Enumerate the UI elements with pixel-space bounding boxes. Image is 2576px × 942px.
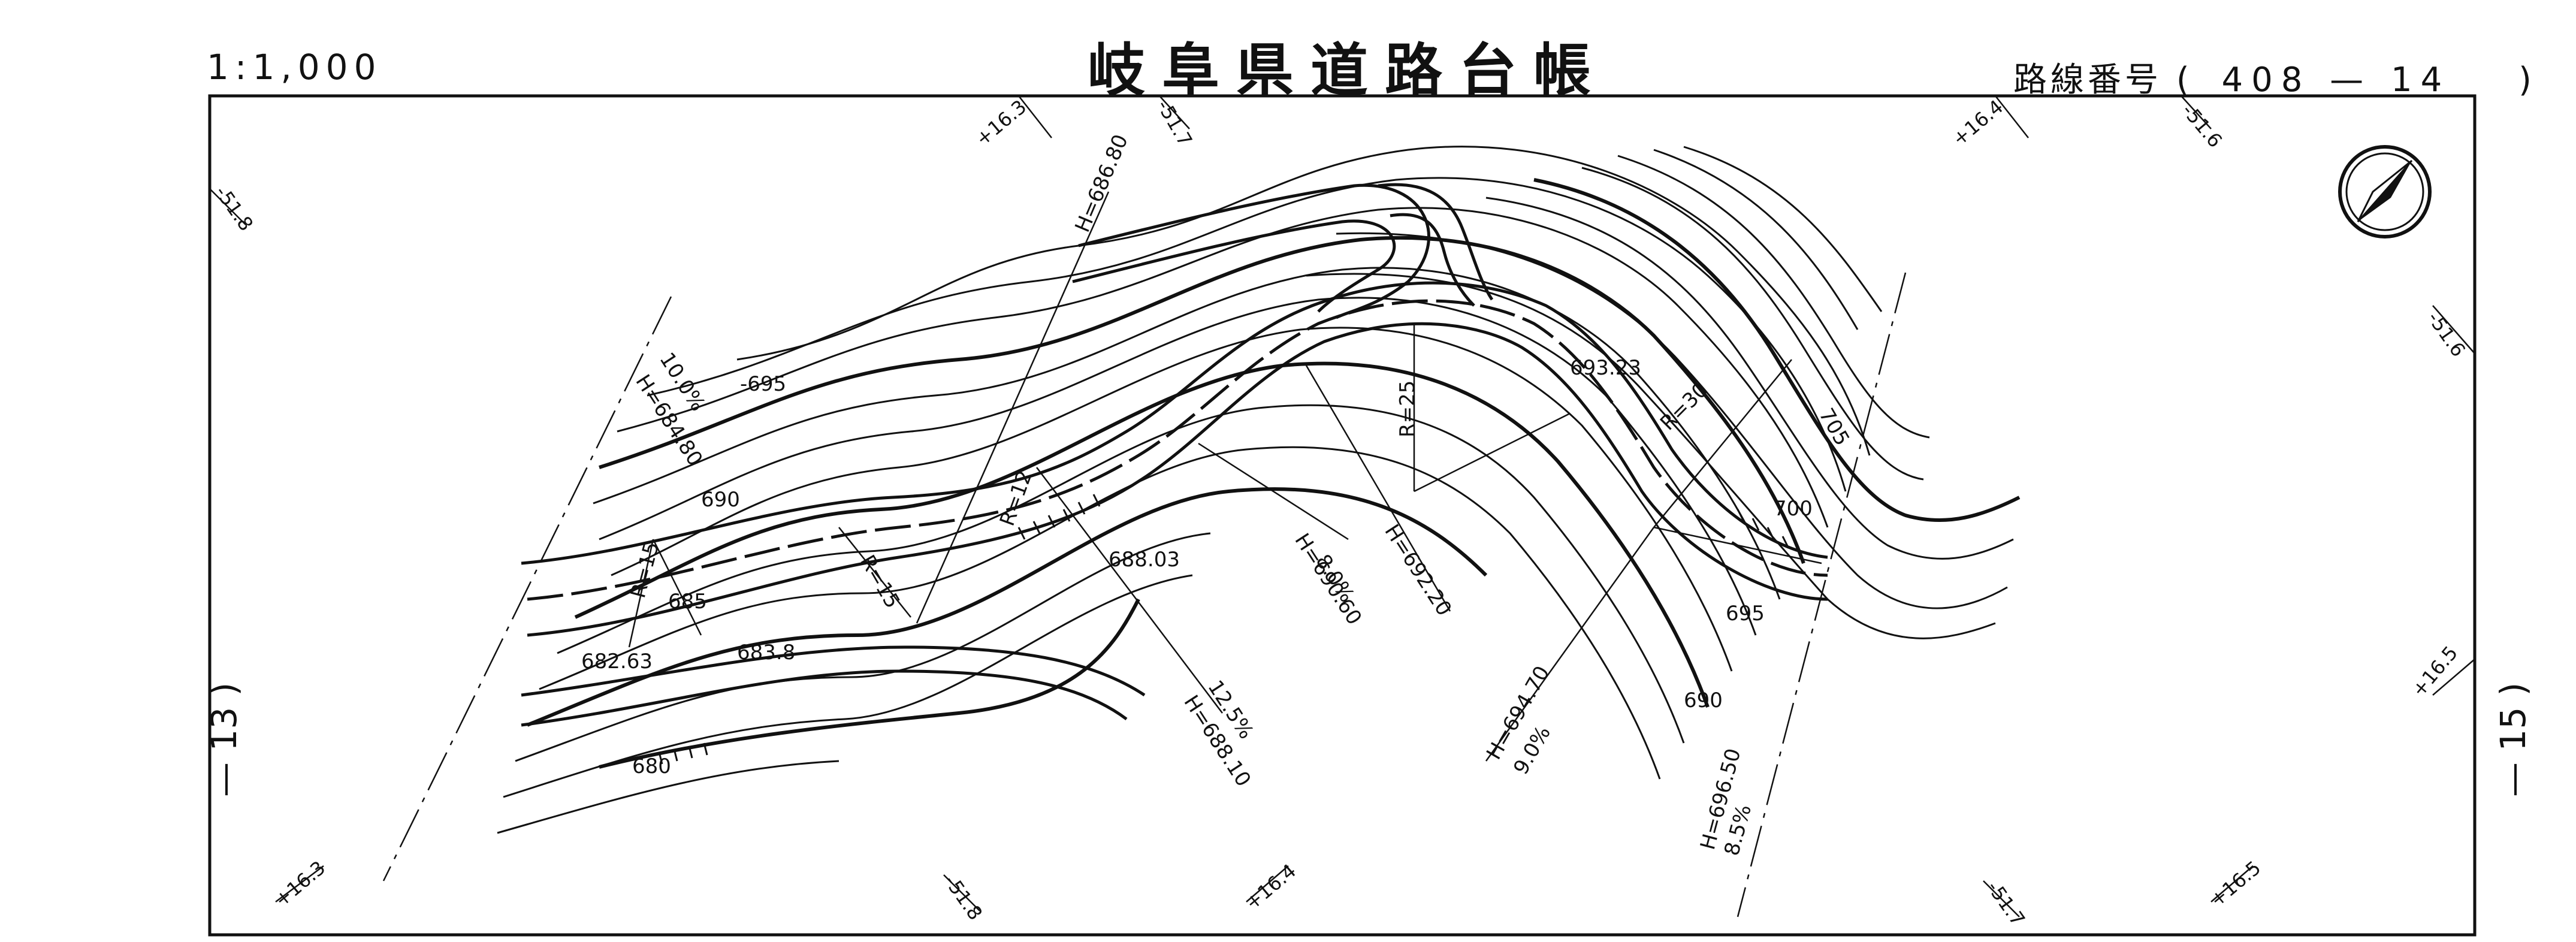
grid-tick-label: +16.4 — [1241, 859, 1301, 914]
slope-hatching — [658, 494, 1790, 765]
route-number-block: 路線番号 ( 408 — 14 ) — [2013, 53, 2535, 101]
north-arrow-icon — [2338, 145, 2432, 238]
grid-tick-label: +16.5 — [2407, 642, 2462, 702]
grid-tick-label: -51.8 — [940, 871, 987, 925]
grid-tick-label: -51.6 — [2178, 99, 2227, 152]
curve-radius-label: R=12 — [995, 467, 1037, 529]
contour-label: 680 — [632, 754, 671, 778]
grid-tick-label: +16.5 — [2206, 856, 2266, 911]
spot-height: 688.03 — [1109, 548, 1180, 572]
contour-label: 690 — [701, 488, 740, 512]
upper-road — [1072, 183, 1494, 319]
curve-radius-label: R=30 — [1656, 378, 1713, 436]
spot-heights: 682.63 683.8 688.03 693.23 — [581, 356, 1641, 674]
spot-height: 683.8 — [737, 641, 795, 665]
map-frame — [208, 94, 2477, 937]
contour-label: 695 — [1726, 602, 1765, 626]
route-number-value: 408 — 14 — [2221, 61, 2451, 99]
road-alignment — [521, 281, 1828, 727]
survey-boundary-lines — [382, 272, 1907, 917]
grid-tick-label: +16.3 — [270, 856, 330, 911]
station-lines — [628, 191, 1822, 762]
contour-label: 690 — [1684, 689, 1723, 712]
contour-label: 685 — [668, 590, 707, 614]
grid-tick-label: -51.6 — [2423, 307, 2470, 361]
profile-label: H=692.20 — [1379, 520, 1456, 620]
spot-height: 693.23 — [1570, 356, 1641, 380]
curve-radius-label: R=25 — [1396, 381, 1420, 437]
spot-height: 682.63 — [581, 650, 653, 674]
contour-label: 700 — [1774, 497, 1813, 521]
grid-tick-label: +16.4 — [1948, 95, 2008, 150]
contour-label: -695 — [740, 372, 786, 396]
curve-radius-label: R=15 — [626, 539, 664, 600]
map-scale: 1:1,000 — [207, 47, 382, 87]
contour-labels: 680 685 690 -695 690 695 700 705 — [632, 372, 1854, 778]
grid-tick-label: -51.8 — [210, 182, 258, 236]
route-number-label: 路線番号 — [2013, 61, 2162, 99]
curve-labels: R=15 R=15 R=12 R=25 R=30 — [626, 378, 1713, 612]
route-number-open: ( — [2176, 61, 2193, 99]
curve-radius-label: R=15 — [855, 551, 904, 613]
grid-tick-label: -51.7 — [1152, 96, 1197, 150]
map-title: 岐阜県道路台帳 — [1088, 37, 1608, 104]
route-number-close: ) — [2518, 61, 2535, 99]
grid-tick-label: -51.7 — [1982, 877, 2030, 931]
grid-tick-label: +16.3 — [971, 95, 1031, 150]
profile-label: H=686.80 — [1070, 131, 1133, 236]
